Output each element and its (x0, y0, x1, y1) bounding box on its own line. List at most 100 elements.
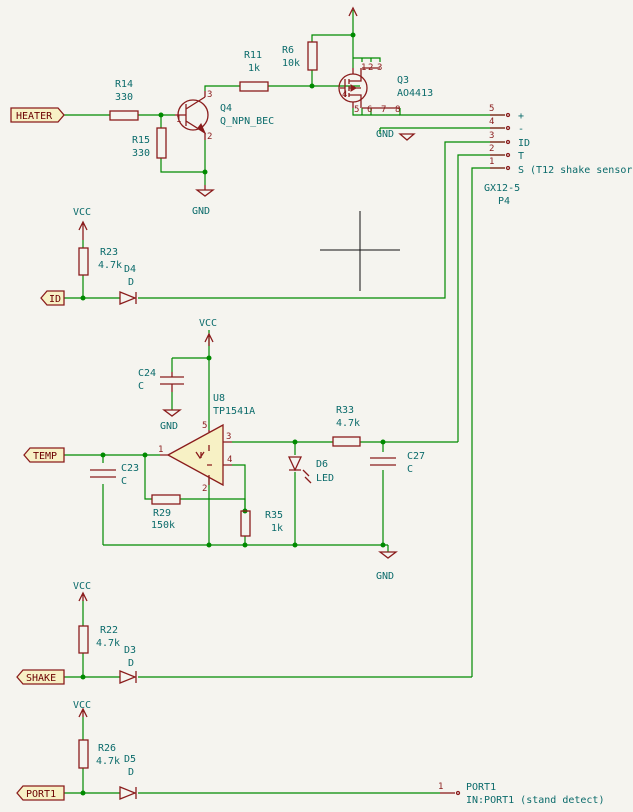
svg-text:R14: R14 (115, 79, 133, 90)
svg-text:T: T (518, 151, 524, 162)
svg-text:Q4: Q4 (220, 103, 232, 114)
svg-text:D3: D3 (124, 645, 136, 656)
gnd-symbol-c24: GND (160, 409, 182, 432)
svg-text:6: 6 (367, 105, 372, 115)
svg-text:GND: GND (192, 206, 210, 217)
crosshair-cursor (320, 211, 400, 291)
resistor-r26[interactable]: R26 4.7k (78, 739, 120, 769)
svg-text:VCC: VCC (73, 207, 91, 218)
svg-text:D6: D6 (316, 459, 328, 470)
diode-d4[interactable]: D4 D (119, 264, 137, 305)
svg-text:C: C (407, 464, 413, 475)
svg-text:D: D (128, 767, 134, 778)
svg-text:2: 2 (202, 484, 207, 494)
capacitor-c24[interactable]: C24 C (138, 368, 184, 392)
svg-text:4.7k: 4.7k (96, 756, 120, 767)
svg-text:-: - (518, 124, 524, 135)
svg-text:R33: R33 (336, 405, 354, 416)
svg-text:1: 1 (176, 115, 181, 125)
diode-d3[interactable]: D3 D (119, 645, 137, 684)
capacitor-c27[interactable]: C27 C (370, 451, 425, 475)
svg-text:10k: 10k (282, 58, 300, 69)
svg-text:PORT1: PORT1 (26, 789, 56, 800)
svg-text:3: 3 (489, 131, 494, 141)
svg-text:C: C (121, 476, 127, 487)
svg-text:3: 3 (226, 432, 231, 442)
svg-text:4: 4 (489, 117, 494, 127)
resistor-r33[interactable]: R33 4.7k (332, 405, 361, 447)
net-label-port1[interactable]: PORT1 (16, 785, 65, 801)
gnd-symbol-connector: GND (376, 129, 416, 141)
svg-text:S (T12 shake sensor): S (T12 shake sensor) (518, 165, 633, 176)
resistor-r35[interactable]: R35 1k (240, 510, 283, 537)
net-label-heater[interactable]: HEATER (10, 107, 65, 123)
svg-text:C24: C24 (138, 368, 156, 379)
svg-text:8: 8 (395, 105, 400, 115)
svg-text:AO4413: AO4413 (397, 88, 433, 99)
svg-text:TEMP: TEMP (33, 451, 57, 462)
svg-text:330: 330 (132, 148, 150, 159)
gnd-symbol-q4: GND (192, 185, 215, 217)
svg-text:D5: D5 (124, 754, 136, 765)
net-label-temp[interactable]: TEMP (23, 447, 65, 463)
opamp-u8[interactable]: 1 2 3 4 5 U8 TP1541A (158, 393, 255, 494)
transistor-q4[interactable]: 1 2 3 Q4 Q_NPN_BEC (175, 90, 274, 142)
connector-p4[interactable]: 5 4 3 2 1 + - ID T S (T12 shake sensor) … (484, 104, 633, 207)
resistor-r15[interactable]: R15 330 (132, 127, 167, 159)
svg-text:+: + (518, 111, 524, 122)
svg-text:Q_NPN_BEC: Q_NPN_BEC (220, 116, 274, 127)
svg-text:4: 4 (342, 90, 347, 100)
svg-text:4: 4 (227, 455, 232, 465)
svg-text:GND: GND (160, 421, 178, 432)
junctions (80, 32, 386, 796)
svg-text:1: 1 (438, 782, 443, 792)
svg-text:5: 5 (354, 105, 359, 115)
svg-text:Q3: Q3 (397, 75, 409, 86)
svg-text:5: 5 (202, 421, 207, 431)
svg-text:1: 1 (158, 445, 163, 455)
vcc-symbol-u8: VCC (199, 318, 217, 346)
capacitor-c23[interactable]: C23 C (90, 463, 139, 487)
svg-text:GND: GND (376, 571, 394, 582)
diode-d5[interactable]: D5 D (119, 754, 137, 800)
svg-text:4.7k: 4.7k (336, 418, 360, 429)
svg-text:U8: U8 (213, 393, 225, 404)
resistor-r22[interactable]: R22 4.7k (78, 625, 120, 654)
svg-text:R15: R15 (132, 135, 150, 146)
svg-text:1: 1 (489, 157, 494, 167)
net-label-shake[interactable]: SHAKE (16, 669, 65, 685)
svg-text:C23: C23 (121, 463, 139, 474)
resistor-r11[interactable]: R11 1k (239, 50, 269, 92)
port-port1[interactable]: 1 PORT1 IN:PORT1 (stand detect) (438, 782, 604, 806)
svg-text:R35: R35 (265, 510, 283, 521)
svg-text:1k: 1k (271, 523, 283, 534)
svg-text:5: 5 (489, 104, 494, 114)
vcc-symbol-r23: VCC (73, 207, 91, 240)
svg-text:4.7k: 4.7k (96, 638, 120, 649)
svg-text:7: 7 (381, 105, 386, 115)
svg-text:TP1541A: TP1541A (213, 406, 255, 417)
svg-text:VCC: VCC (73, 700, 91, 711)
svg-text:P4: P4 (498, 196, 510, 207)
svg-text:HEATER: HEATER (16, 111, 53, 122)
svg-text:1: 1 (361, 63, 366, 73)
svg-text:4.7k: 4.7k (98, 260, 122, 271)
svg-text:R26: R26 (98, 743, 116, 754)
led-d6[interactable]: D6 LED (287, 456, 334, 484)
svg-text:1k: 1k (248, 63, 260, 74)
vcc-symbol-r26: VCC (73, 700, 91, 718)
mosfet-q3[interactable]: 4 1 2 3 5 6 7 8 Q3 AO4413 (338, 63, 433, 115)
svg-text:R23: R23 (100, 247, 118, 258)
svg-text:C: C (138, 381, 144, 392)
resistor-r14[interactable]: R14 330 (109, 79, 139, 121)
svg-text:D4: D4 (124, 264, 136, 275)
svg-text:2: 2 (368, 63, 373, 73)
resistor-r6[interactable]: R6 10k (282, 41, 318, 71)
svg-text:SHAKE: SHAKE (26, 673, 56, 684)
vcc-symbol-r22: VCC (73, 581, 91, 602)
resistor-r29[interactable]: R29 150k (151, 494, 181, 531)
resistor-r23[interactable]: R23 4.7k (78, 247, 122, 276)
net-label-id[interactable]: ID (40, 290, 65, 306)
svg-text:2: 2 (207, 132, 212, 142)
svg-text:PORT1: PORT1 (466, 782, 496, 793)
